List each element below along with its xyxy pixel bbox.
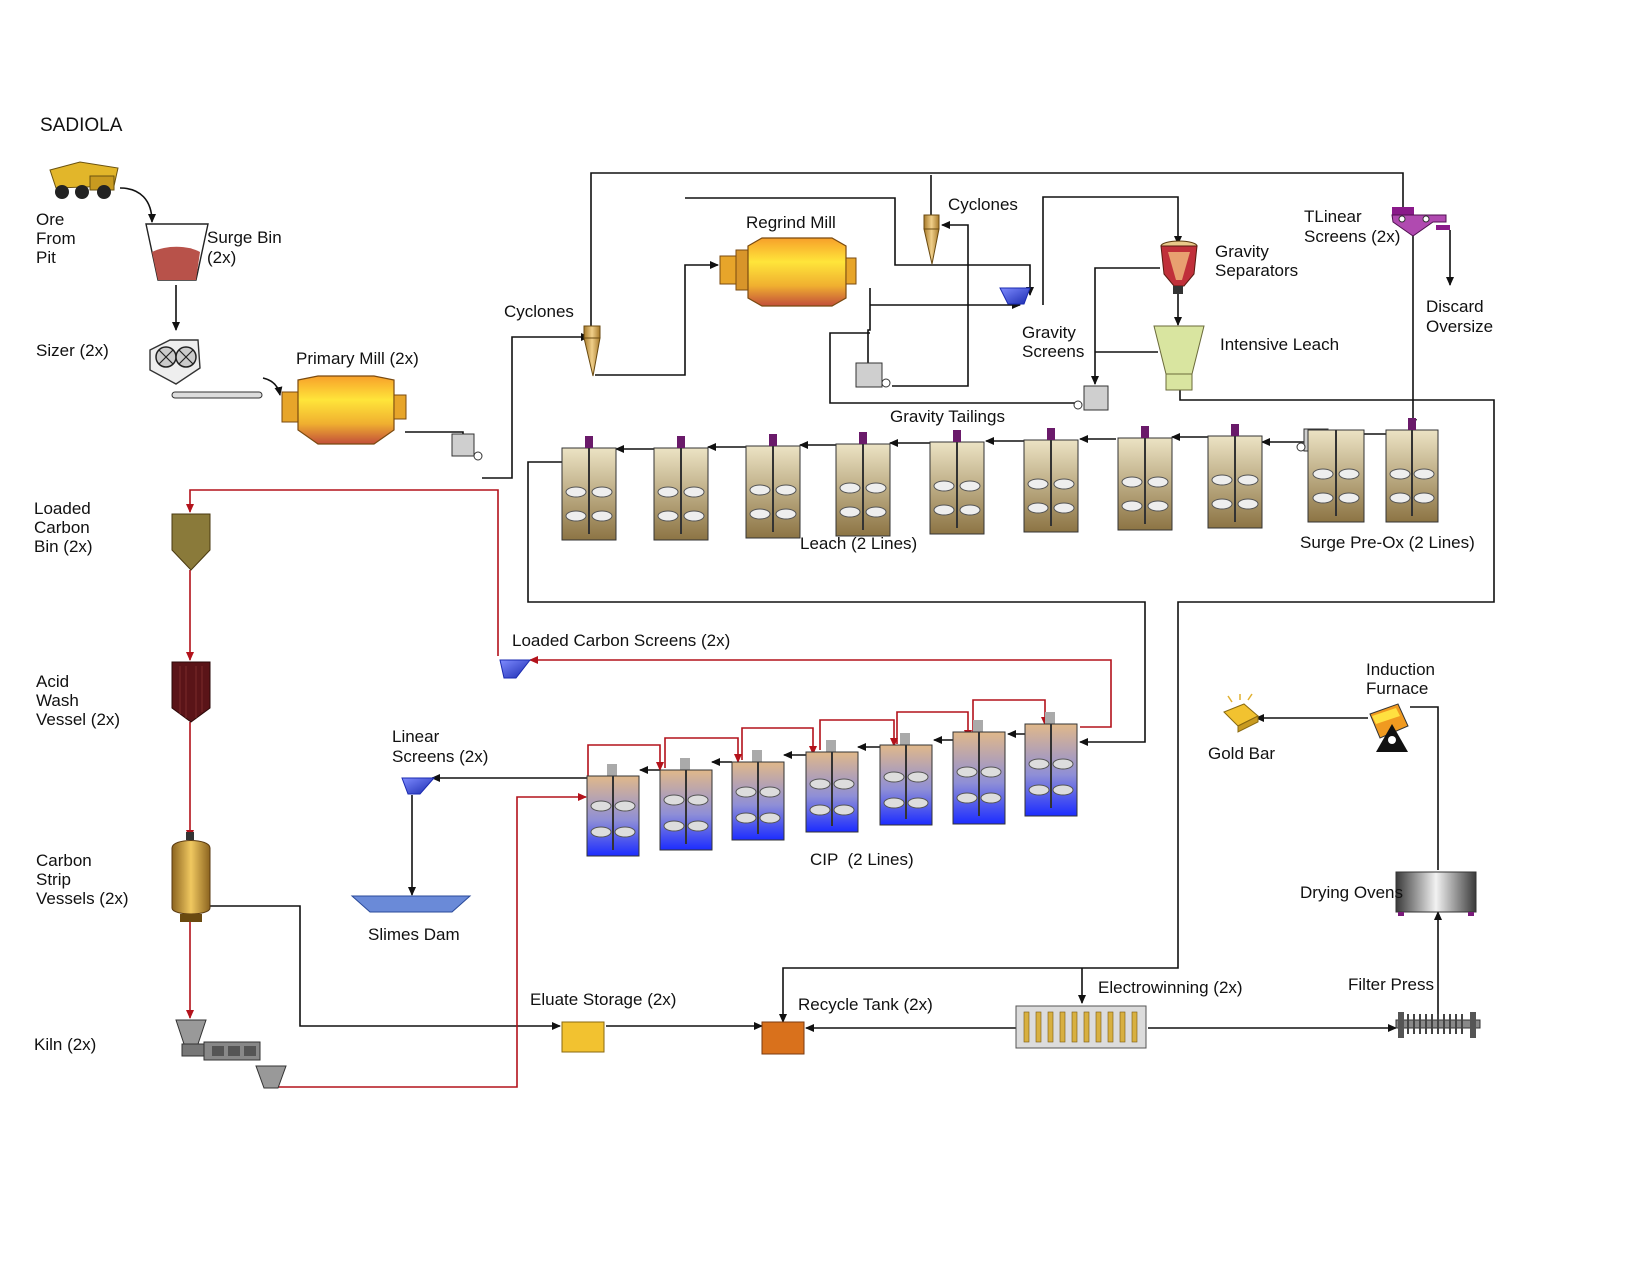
label-gold-bar: Gold Bar bbox=[1208, 744, 1275, 763]
label-carbon-strip-2: Strip bbox=[36, 870, 71, 889]
leach-tank bbox=[1023, 428, 1079, 533]
label-tlinear-screens-1: TLinear bbox=[1304, 207, 1362, 226]
label-discard-oversize-1: Discard bbox=[1426, 297, 1484, 316]
label-induction-furnace-1: Induction bbox=[1366, 660, 1435, 679]
cip-tank bbox=[586, 764, 640, 857]
page-title: SADIOLA bbox=[40, 115, 123, 136]
label-surge-preox: Surge Pre-Ox (2 Lines) bbox=[1300, 533, 1475, 552]
label-loaded-carbon-screens: Loaded Carbon Screens (2x) bbox=[512, 631, 730, 650]
label-filter-press: Filter Press bbox=[1348, 975, 1434, 994]
leach-tank bbox=[1307, 429, 1365, 523]
label-leach: Leach (2 Lines) bbox=[800, 534, 917, 553]
pump-regrind bbox=[855, 362, 891, 388]
cip-tank bbox=[952, 720, 1006, 825]
carbon-flow-lines bbox=[186, 489, 1112, 1088]
cip-tank bbox=[879, 733, 933, 826]
cyclone-regrind bbox=[923, 214, 940, 265]
induction-furnace bbox=[1369, 703, 1409, 752]
loaded-carbon-bin bbox=[171, 513, 211, 571]
leach-tank-train bbox=[561, 418, 1439, 541]
label-carbon-strip-1: Carbon bbox=[36, 851, 92, 870]
acid-wash-vessel bbox=[171, 661, 211, 723]
electrowinning-cell bbox=[1015, 1005, 1147, 1049]
label-discard-oversize-2: Oversize bbox=[1426, 317, 1493, 336]
primary-mill bbox=[281, 375, 407, 445]
label-acid-wash-3: Vessel (2x) bbox=[36, 710, 120, 729]
cip-tank bbox=[731, 750, 785, 841]
process-flow-lines bbox=[119, 172, 1495, 1032]
label-primary-mill: Primary Mill (2x) bbox=[296, 349, 419, 368]
label-linear-screens-1: Linear bbox=[392, 727, 440, 746]
linear-screens bbox=[401, 777, 436, 795]
kiln bbox=[175, 1019, 287, 1089]
label-gravity-separators-1: Gravity bbox=[1215, 242, 1269, 261]
cip-tank bbox=[805, 740, 859, 833]
cyclone-primary bbox=[583, 325, 601, 377]
loaded-carbon-screens bbox=[499, 659, 532, 679]
drying-ovens bbox=[1395, 871, 1477, 916]
label-cip: CIP (2 Lines) bbox=[810, 850, 914, 869]
leach-tank bbox=[1385, 418, 1439, 523]
leach-tank bbox=[745, 434, 801, 539]
label-cyclones-primary: Cyclones bbox=[504, 302, 574, 321]
label-electrowinning: Electrowinning (2x) bbox=[1098, 978, 1243, 997]
sizer bbox=[149, 339, 263, 399]
leach-tank bbox=[1117, 426, 1173, 531]
equipment-labels: Ore From Pit Surge Bin (2x) Sizer (2x) P… bbox=[34, 195, 1493, 1054]
eluate-storage-tank bbox=[561, 1021, 605, 1053]
label-carbon-strip-3: Vessels (2x) bbox=[36, 889, 129, 908]
label-loaded-carbon-bin-3: Bin (2x) bbox=[34, 537, 93, 556]
label-gravity-screens-1: Gravity bbox=[1022, 323, 1076, 342]
leach-tank bbox=[929, 430, 985, 535]
label-loaded-carbon-bin-1: Loaded bbox=[34, 499, 91, 518]
label-acid-wash-2: Wash bbox=[36, 691, 79, 710]
label-slimes-dam: Slimes Dam bbox=[368, 925, 460, 944]
slimes-dam bbox=[350, 895, 472, 913]
label-loaded-carbon-bin-2: Carbon bbox=[34, 518, 90, 537]
intensive-leach bbox=[1153, 325, 1205, 391]
haul-truck-icon bbox=[49, 161, 119, 199]
filter-press bbox=[1395, 1012, 1481, 1038]
label-induction-furnace-2: Furnace bbox=[1366, 679, 1428, 698]
label-eluate-storage: Eluate Storage (2x) bbox=[530, 990, 676, 1009]
pump-gravity-tailings bbox=[1073, 385, 1109, 411]
leach-tank bbox=[1207, 424, 1263, 529]
label-surge-bin-2: (2x) bbox=[207, 248, 236, 267]
label-sizer: Sizer (2x) bbox=[36, 341, 109, 360]
tlinear-screens bbox=[1391, 207, 1450, 237]
label-ore-from-pit-1: Ore bbox=[36, 210, 64, 229]
cip-tank-train bbox=[586, 712, 1078, 857]
label-ore-from-pit-3: Pit bbox=[36, 248, 56, 267]
gold-bar-icon bbox=[1223, 693, 1259, 733]
leach-tank bbox=[835, 432, 891, 537]
label-linear-screens-2: Screens (2x) bbox=[392, 747, 488, 766]
label-gravity-separators-2: Separators bbox=[1215, 261, 1298, 280]
label-cyclones-regrind: Cyclones bbox=[948, 195, 1018, 214]
pump-primary bbox=[451, 433, 483, 461]
recycle-tank bbox=[761, 1021, 805, 1055]
carbon-strip-vessel bbox=[171, 832, 211, 922]
label-regrind-mill: Regrind Mill bbox=[746, 213, 836, 232]
label-recycle-tank: Recycle Tank (2x) bbox=[798, 995, 933, 1014]
leach-tank bbox=[653, 436, 709, 541]
label-tlinear-screens-2: Screens (2x) bbox=[1304, 227, 1400, 246]
leach-tank bbox=[561, 436, 617, 541]
gravity-separators bbox=[1160, 240, 1198, 294]
label-drying-ovens: Drying Ovens bbox=[1300, 883, 1403, 902]
cip-tank bbox=[1024, 712, 1078, 817]
label-acid-wash-1: Acid bbox=[36, 672, 69, 691]
label-ore-from-pit-2: From bbox=[36, 229, 76, 248]
label-gravity-tailings: Gravity Tailings bbox=[890, 407, 1005, 426]
label-surge-bin-1: Surge Bin bbox=[207, 228, 282, 247]
label-kiln: Kiln (2x) bbox=[34, 1035, 96, 1054]
surge-bin bbox=[145, 223, 209, 281]
cip-tank bbox=[659, 758, 713, 851]
gravity-screens bbox=[999, 287, 1031, 305]
label-intensive-leach: Intensive Leach bbox=[1220, 335, 1339, 354]
regrind-mill bbox=[719, 237, 857, 307]
label-gravity-screens-2: Screens bbox=[1022, 342, 1084, 361]
